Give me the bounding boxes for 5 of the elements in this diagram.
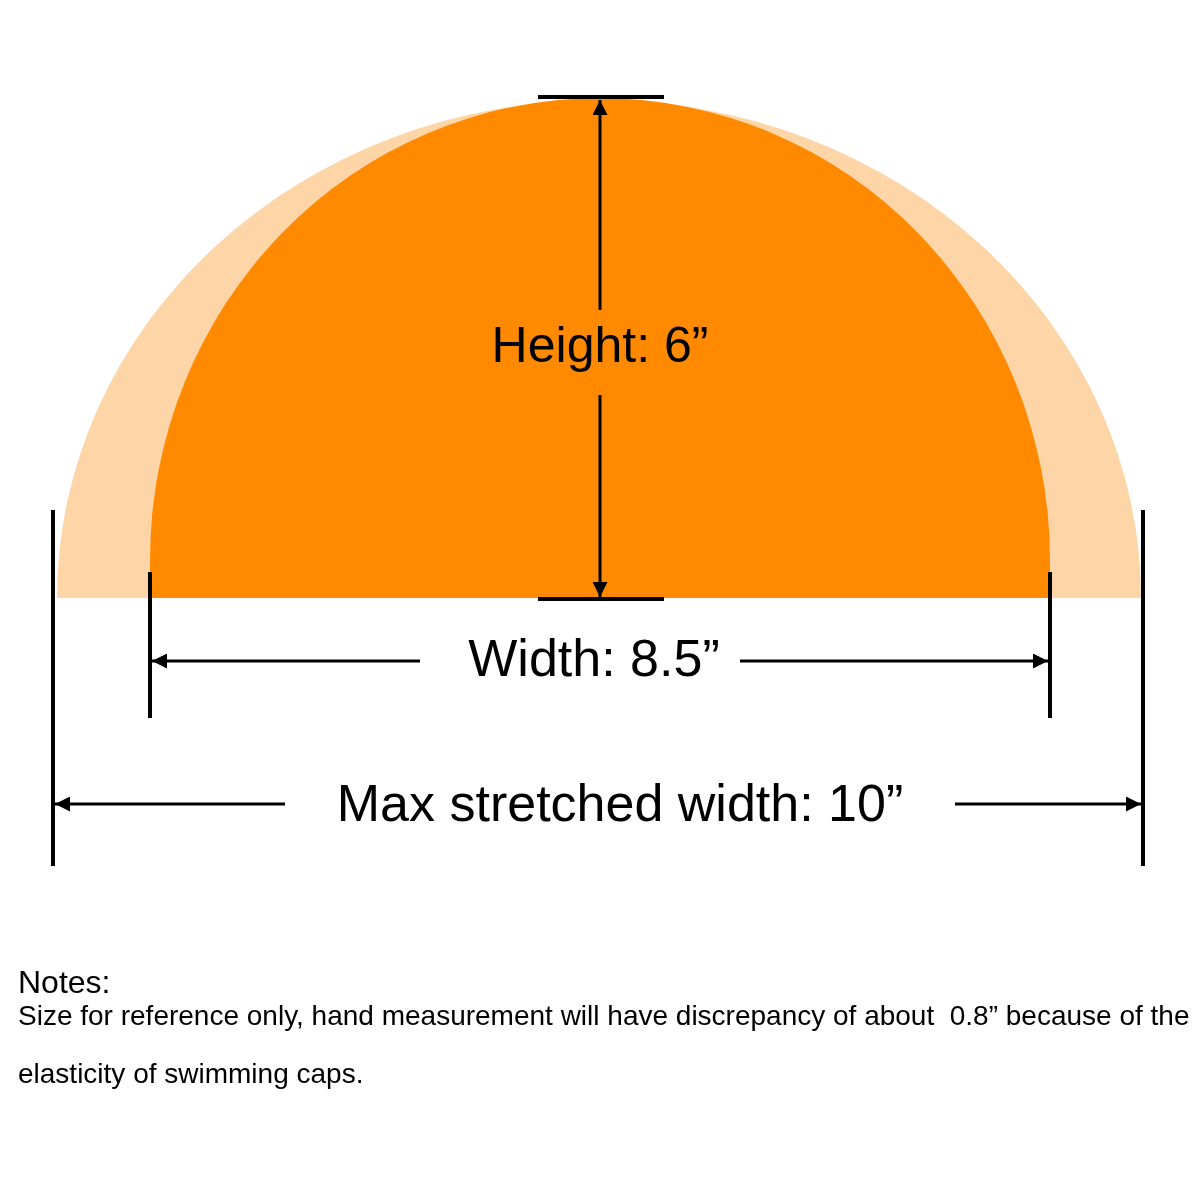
dimension-label: Max stretched width: 10” <box>336 777 904 829</box>
note-text: Size for reference only, hand measurement will have discrepancy of about 0.8” because of the elasticity of swimming caps. <box>18 999 1191 1091</box>
dimension-label: Width: 8.5” <box>468 632 720 684</box>
dimension-label: Height: 6” <box>491 320 709 370</box>
notes-heading: Notes: <box>18 966 111 998</box>
